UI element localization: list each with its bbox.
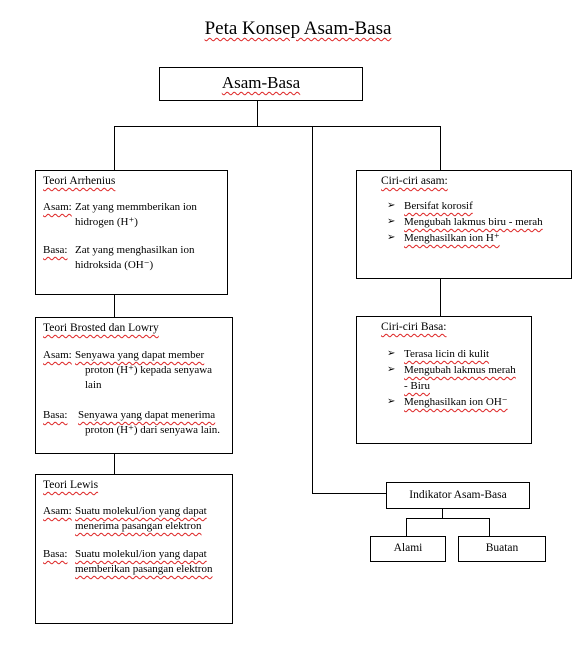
arrow-bullet-icon: ➢ (387, 232, 396, 243)
ciri-asam-list: ➢Bersifat korosif ➢Mengubah lakmus biru … (387, 198, 543, 246)
ciri-basa-item: ➢Menghasilkan ion OH⁻ (387, 396, 508, 408)
ciri-asam-item: ➢Bersifat korosif (387, 200, 473, 212)
alami-label: Alami (393, 542, 423, 554)
connector-arrhenius-bronsted (114, 294, 115, 317)
ciri-basa-item: ➢Mengubah lakmus merah- Biru (387, 364, 516, 392)
buatan-label: Buatan (485, 542, 519, 554)
lewis-box: Teori Lewis Asam: Suatu molekul/ion yang… (35, 474, 233, 624)
ciri-basa-list: ➢Terasa licin di kulit ➢Mengubah lakmus … (387, 346, 532, 410)
indikator-box: Indikator Asam-Basa (386, 482, 530, 509)
indikator-heading: Indikator Asam-Basa (409, 489, 507, 501)
arrow-bullet-icon: ➢ (387, 348, 396, 359)
ciri-basa-box: Ciri-ciri Basa: ➢Terasa licin di kulit ➢… (356, 316, 532, 444)
ciri-basa-item: ➢Terasa licin di kulit (387, 348, 490, 360)
connector-to-buatan (489, 518, 490, 536)
connector-to-arrhenius (114, 126, 115, 170)
arrow-bullet-icon: ➢ (387, 200, 396, 211)
bronsted-lowry-box: Teori Brosted dan Lowry Asam: Senyawa ya… (35, 317, 233, 454)
connector-root-down (257, 100, 258, 127)
ciri-asam-item: ➢Mengubah lakmus biru - merah (387, 216, 543, 228)
lewis-heading: Teori Lewis (43, 479, 99, 491)
connector-indikator-branch (406, 518, 489, 519)
alami-box: Alami (370, 536, 446, 562)
arrow-bullet-icon: ➢ (387, 216, 396, 227)
connector-horizontal-bar (114, 126, 440, 127)
page-title: Peta Konsep Asam-Basa (204, 18, 392, 39)
arrow-bullet-icon: ➢ (387, 396, 396, 407)
connector-asam-basa (440, 278, 441, 316)
arrhenius-heading: Teori Arrhenius (43, 175, 116, 187)
root-node-label: Asam-Basa (221, 73, 301, 92)
ciri-asam-item: ➢Menghasilkan ion H⁺ (387, 232, 500, 244)
arrhenius-box: Teori Arrhenius Asam: Zat yang memmberik… (35, 170, 228, 295)
ciri-asam-box: Ciri-ciri asam: ➢Bersifat korosif ➢Mengu… (356, 170, 572, 279)
buatan-box: Buatan (458, 536, 546, 562)
bronsted-heading: Teori Brosted dan Lowry (43, 322, 159, 334)
connector-to-indikator-horizontal (312, 493, 386, 494)
connector-bronsted-lewis (114, 453, 115, 474)
arrow-bullet-icon: ➢ (387, 364, 396, 375)
connector-to-alami (406, 518, 407, 536)
root-node-box: Asam-Basa (159, 67, 363, 101)
ciri-asam-heading: Ciri-ciri asam: (381, 175, 448, 187)
connector-indikator-down (442, 508, 443, 519)
connector-to-indikator-vertical (312, 126, 313, 494)
ciri-basa-heading: Ciri-ciri Basa: (381, 321, 447, 333)
connector-to-ciri-asam (440, 126, 441, 170)
